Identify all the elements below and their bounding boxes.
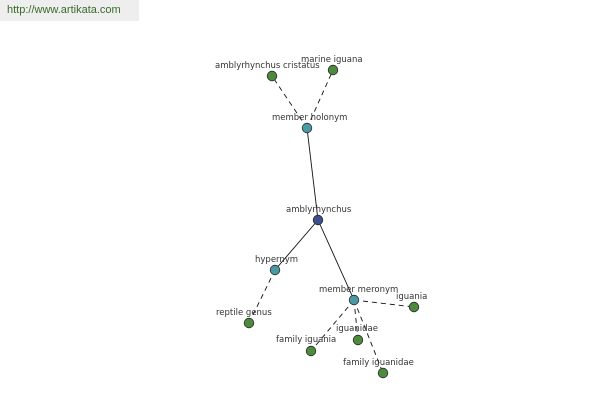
node-circle-family-iguania[interactable] (305, 345, 317, 357)
node-label-marine-iguana: marine iguana (301, 55, 363, 65)
node-hypernym[interactable]: hypernym (255, 255, 298, 276)
edge-amblyrhynchus-to-member-meronym (317, 219, 355, 301)
edge-hypernym-to-reptile-genus (248, 269, 276, 324)
nodes: amblyrhynchus member holonym hypernym membe… (215, 55, 427, 379)
edge-amblyrhynchus-to-hypernym (274, 219, 319, 271)
node-reptile-genus[interactable]: reptile genus (216, 308, 272, 329)
node-amblyrhynchus-cristatus[interactable]: amblyrhynchus cristatus (215, 61, 320, 82)
node-label-iguanidae: iguanidae (336, 324, 378, 334)
edge-amblyrhynchus-to-member-holonym (306, 127, 319, 221)
node-circle-reptile-genus[interactable] (243, 317, 255, 329)
node-amblyrhynchus[interactable]: amblyrhynchus (286, 205, 352, 226)
edge-member-holonym-to-marine-iguana (306, 69, 334, 129)
node-member-holonym[interactable]: member holonym (272, 113, 347, 134)
edge-member-meronym-to-iguania (353, 299, 415, 308)
node-iguania[interactable]: iguania (396, 292, 427, 313)
node-circle-member-holonym[interactable] (301, 122, 313, 134)
node-circle-iguania[interactable] (408, 301, 420, 313)
edge-member-holonym-to-amblyrhynchus-cristatus (271, 75, 308, 129)
node-label-family-iguanidae: family iguanidae (343, 358, 414, 368)
node-label-member-holonym: member holonym (272, 113, 347, 123)
url-text[interactable]: http://www.artikata.com (7, 4, 121, 16)
node-circle-marine-iguana[interactable] (327, 64, 339, 76)
node-label-amblyrhynchus-cristatus: amblyrhynchus cristatus (215, 61, 320, 71)
node-circle-iguanidae[interactable] (352, 334, 364, 346)
edges (248, 69, 415, 374)
edge-member-meronym-to-family-iguania (310, 299, 355, 352)
node-marine-iguana[interactable]: marine iguana (301, 55, 363, 76)
url-banner[interactable]: http://www.artikata.com (0, 0, 139, 21)
node-label-family-iguania: family iguania (276, 335, 336, 345)
node-family-iguanidae[interactable]: family iguanidae (343, 358, 414, 379)
edge-member-meronym-to-family-iguanidae (353, 299, 384, 374)
node-family-iguania[interactable]: family iguania (276, 335, 336, 357)
node-label-hypernym: hypernym (255, 255, 298, 265)
node-label-amblyrhynchus: amblyrhynchus (286, 205, 352, 215)
node-circle-member-meronym[interactable] (348, 294, 360, 306)
edge-member-meronym-to-iguanidae (353, 299, 359, 341)
node-label-reptile-genus: reptile genus (216, 308, 272, 318)
node-circle-hypernym[interactable] (269, 264, 281, 276)
node-circle-amblyrhynchus-cristatus[interactable] (266, 70, 278, 82)
node-label-iguania: iguania (396, 292, 427, 302)
node-circle-amblyrhynchus[interactable] (312, 214, 324, 226)
node-label-member-meronym: member meronym (319, 285, 398, 295)
node-circle-family-iguanidae[interactable] (377, 367, 389, 379)
node-member-meronym[interactable]: member meronym (319, 285, 398, 306)
node-iguanidae[interactable]: iguanidae (336, 324, 378, 346)
